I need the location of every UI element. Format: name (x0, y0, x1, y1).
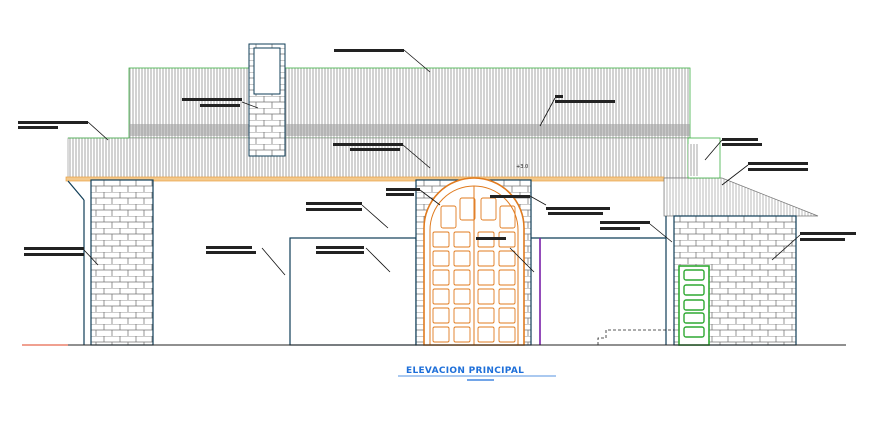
leader-line (87, 121, 109, 141)
level-mark: +3.0 (516, 164, 528, 170)
window-pane (683, 312, 705, 324)
annotation-label (316, 251, 364, 254)
annotation-label (748, 168, 808, 171)
door-panel (453, 269, 471, 286)
annotation-label (306, 208, 362, 211)
window-pane (683, 326, 705, 338)
door-panel (477, 288, 495, 305)
annotation-label (386, 193, 414, 196)
leader-line (529, 195, 547, 206)
door-panel (453, 231, 471, 248)
leader-line (539, 97, 556, 127)
annotation-label (333, 143, 403, 146)
annotation-label (748, 162, 808, 165)
door-arch-panel (499, 205, 516, 229)
chimney (248, 43, 286, 157)
door-panel (432, 307, 450, 324)
green-window-panes (683, 269, 705, 338)
annotation-label (350, 148, 400, 151)
annotation-label (18, 121, 88, 124)
door-panel (453, 250, 471, 267)
door-panel (498, 288, 516, 305)
door-panel (498, 326, 516, 343)
annotation-label (200, 104, 240, 107)
leader-line (365, 247, 391, 273)
leader-line (261, 247, 286, 276)
leader-line (649, 223, 673, 243)
leader-line (771, 234, 801, 261)
annotation-label (24, 253, 84, 256)
annotation-label (386, 188, 420, 191)
annotation-label (18, 126, 58, 129)
annotation-label (555, 100, 615, 103)
annotation-label (722, 143, 762, 146)
annotation-label (600, 227, 640, 230)
annotation-leaders (18, 49, 856, 276)
door-arch-panel (440, 205, 457, 229)
annotation-label (316, 246, 364, 249)
annotation-label (24, 247, 84, 250)
door-panel (498, 250, 516, 267)
door-arch-panel (480, 197, 497, 221)
facade-wall (67, 180, 667, 346)
window-pane (683, 284, 705, 296)
door-panel (432, 288, 450, 305)
door-panel (477, 307, 495, 324)
leader-line (83, 249, 99, 266)
leader-line (509, 247, 535, 273)
annotation-label (722, 138, 758, 141)
annotation-label (182, 98, 242, 101)
annotation-label (476, 237, 506, 240)
annotation-label (800, 238, 845, 241)
annotation-label (600, 221, 650, 224)
door-panel (477, 250, 495, 267)
door-panel (432, 269, 450, 286)
dashed-step-line (597, 329, 674, 345)
left-brick-column (90, 179, 154, 346)
annotation-label (306, 202, 362, 205)
door-arch-panel (459, 197, 476, 221)
annotation-label (555, 95, 563, 98)
leader-line (704, 139, 723, 161)
annotation-label (546, 207, 610, 210)
lower-roof (65, 137, 691, 182)
door-panel (453, 326, 471, 343)
leader-line (361, 204, 389, 229)
annotation-label (334, 49, 404, 52)
door-panel (477, 326, 495, 343)
door-panel (432, 250, 450, 267)
annotation-label (548, 212, 603, 215)
door-panel (432, 326, 450, 343)
door-panel (498, 307, 516, 324)
door-panel (498, 269, 516, 286)
door-panel (453, 288, 471, 305)
annotation-label (206, 246, 252, 249)
door-panel (477, 269, 495, 286)
door-panel (453, 307, 471, 324)
door-panels (432, 197, 516, 343)
door-panel (432, 231, 450, 248)
leader-line (419, 189, 441, 206)
drawing-title: ELEVACION PRINCIPAL (406, 366, 524, 376)
leader-line (403, 49, 431, 73)
window-pane (683, 269, 705, 281)
window-pane (683, 299, 705, 311)
right-roof (663, 137, 819, 217)
leader-line (402, 144, 431, 169)
leader-line (241, 101, 259, 109)
annotation-label (206, 251, 256, 254)
annotation-label (490, 195, 530, 198)
annotation-label (800, 232, 856, 235)
leader-line (721, 164, 749, 186)
